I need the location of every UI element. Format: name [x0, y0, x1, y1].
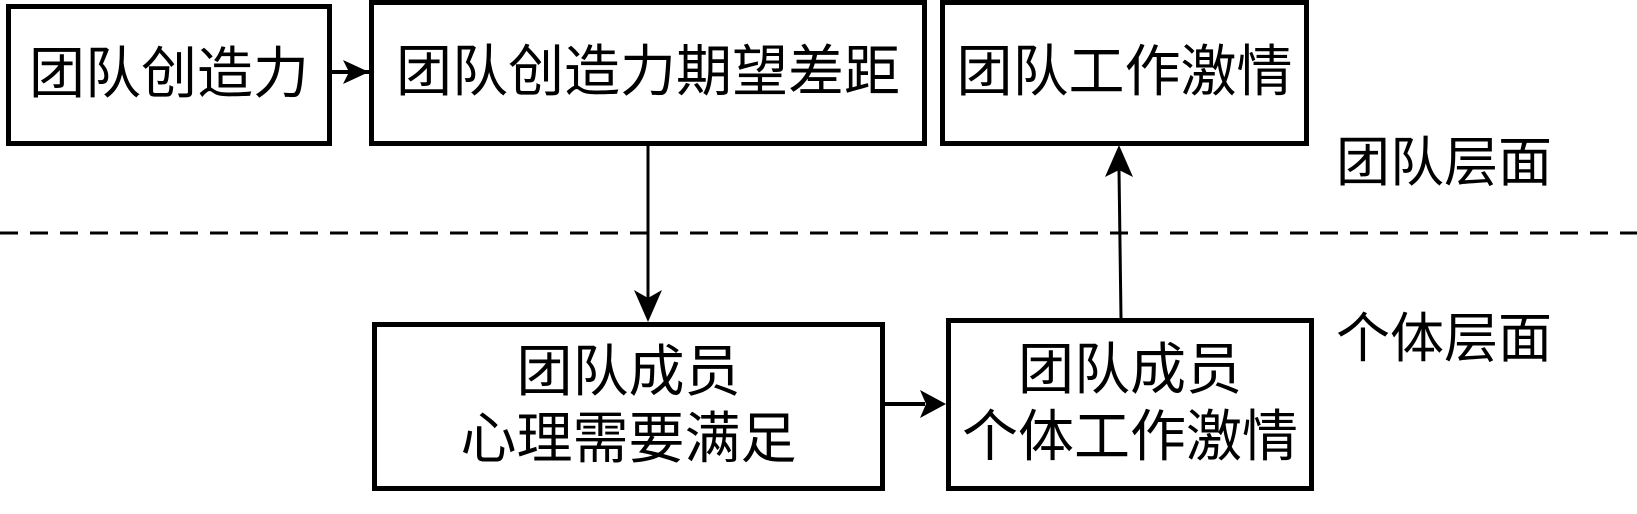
node-psychological-need-satisfaction: 团队成员 心理需要满足	[372, 322, 885, 491]
node-individual-work-passion: 团队成员 个体工作激情	[946, 318, 1314, 491]
node-creativity-expectation-gap: 团队创造力期望差距	[369, 0, 927, 146]
arrow-gap-to-satisfaction	[634, 145, 662, 322]
node-label: 团队工作激情	[956, 39, 1293, 105]
node-label-line-2: 心理需要满足	[460, 406, 797, 472]
node-label-line-2: 个体工作激情	[962, 404, 1298, 470]
arrow-satisfaction-to-individual	[884, 390, 946, 418]
node-label-line-1: 团队成员	[516, 340, 741, 406]
node-label: 团队创造力期望差距	[396, 39, 900, 105]
team-level-label: 团队层面	[1336, 131, 1552, 194]
arrow-individual-to-team-passion	[1105, 145, 1133, 319]
individual-level-label: 个体层面	[1336, 307, 1552, 370]
node-team-work-passion: 团队工作激情	[940, 0, 1309, 146]
node-team-creativity: 团队创造力	[6, 4, 332, 146]
arrow-creativity-to-gap	[331, 60, 370, 84]
node-label: 团队创造力	[29, 41, 309, 107]
node-label-line-1: 团队成员	[1018, 338, 1242, 404]
